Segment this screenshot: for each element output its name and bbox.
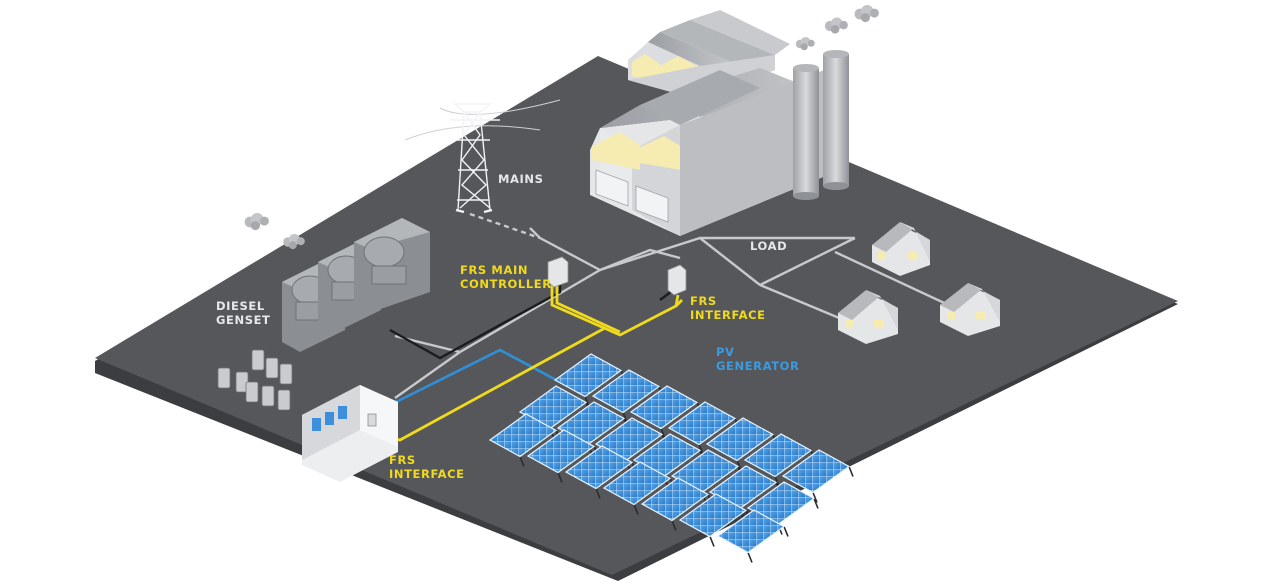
house-top (872, 222, 930, 276)
pv-label-line1: PV (716, 345, 735, 359)
frs-interface-bottom-line1: FRS (389, 453, 416, 467)
labels: MAINS LOAD DIESEL GENSET FRS MAIN CONTRO… (216, 172, 800, 481)
solar-panel (743, 433, 813, 478)
solar-panel (678, 493, 748, 538)
load-label: LOAD (750, 239, 787, 253)
oil-drums (217, 349, 293, 411)
back-sheds (628, 10, 790, 100)
main-controller-box (547, 256, 569, 288)
chimneys (793, 50, 849, 200)
interface-room (302, 385, 398, 482)
house-left (838, 290, 898, 344)
control-box-icon (547, 256, 687, 296)
mains-label: MAINS (498, 172, 544, 186)
genset-3 (354, 218, 430, 312)
solar-panel (526, 429, 596, 474)
frs-interface-top-line1: FRS (690, 294, 717, 308)
pylon-icon (404, 99, 561, 214)
diesel-label-line1: DIESEL (216, 299, 265, 313)
solar-panel (716, 509, 786, 554)
frs-main-label-line2: CONTROLLER (460, 277, 552, 291)
frs-interface-top-line2: INTERFACE (690, 308, 766, 322)
diesel-label-line2: GENSET (216, 313, 271, 327)
genset-smoke (244, 213, 305, 250)
frs-main-label-line1: FRS MAIN (460, 263, 528, 277)
solar-panel (591, 369, 661, 414)
house-right (940, 283, 1000, 336)
solar-panel (602, 461, 672, 506)
panel-leg (747, 526, 789, 563)
solar-panel-icon (488, 353, 854, 563)
solar-panel (781, 449, 851, 494)
solar-panel (553, 353, 623, 398)
solar-panel (564, 445, 634, 490)
generator-icon (244, 213, 430, 352)
factory-icon (590, 4, 879, 236)
chimney-smoke (795, 4, 879, 51)
house-icon (838, 222, 1000, 344)
frs-interface-bottom-line2: INTERFACE (389, 467, 465, 481)
interface-box-top (667, 264, 687, 296)
solar-panel (488, 413, 558, 458)
solar-panel (667, 401, 737, 446)
grid-lines (394, 212, 971, 399)
panel-leg (812, 466, 854, 503)
solar-panel (705, 417, 775, 462)
solar-panel (629, 385, 699, 430)
solar-panel (640, 477, 710, 522)
pv-label-line2: GENERATOR (716, 359, 800, 373)
